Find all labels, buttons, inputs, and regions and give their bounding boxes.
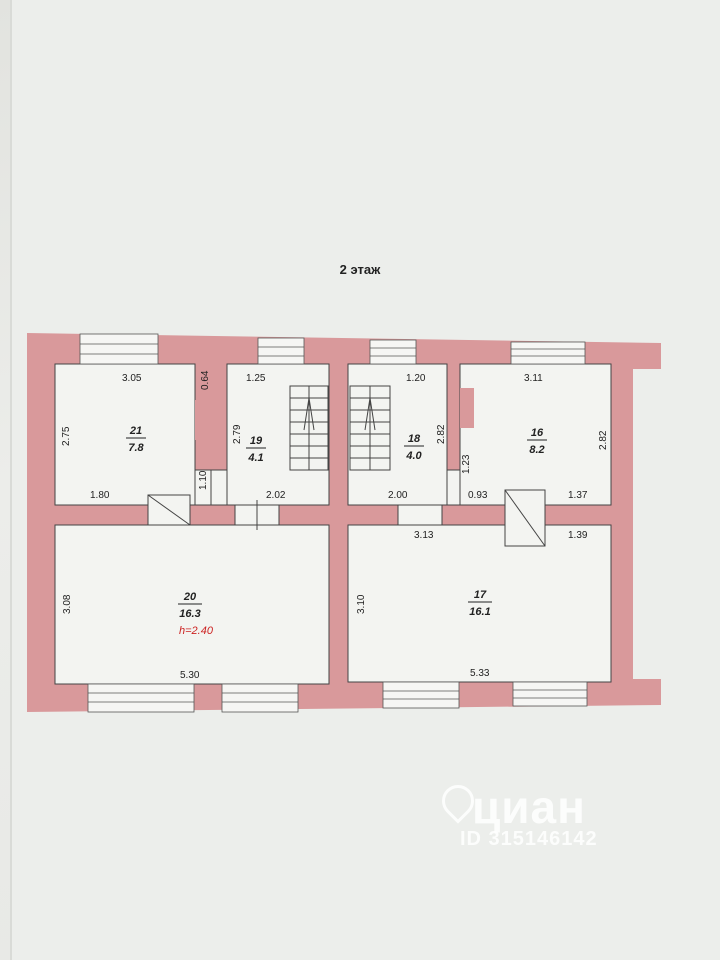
dim-label: 0.64 <box>200 370 211 390</box>
dim-label: 1.25 <box>246 373 266 384</box>
room-17 <box>347 524 612 683</box>
dim-label: 1.37 <box>568 490 588 501</box>
dim-label: 1.80 <box>90 490 110 501</box>
room-16-niche <box>460 388 474 428</box>
room-20-height: h=2.40 <box>179 625 214 637</box>
dim-label: 2.82 <box>598 430 609 450</box>
stairs-19 <box>289 385 329 471</box>
dim-label: 5.30 <box>180 670 200 681</box>
room-18-area: 4.0 <box>405 450 422 462</box>
dim-label: 3.05 <box>122 373 142 384</box>
dim-label: 1.10 <box>198 470 209 490</box>
room-16-number: 16 <box>531 427 544 439</box>
dim-label: 1.20 <box>406 373 426 384</box>
dim-label: 2.79 <box>232 424 243 444</box>
door <box>446 469 461 506</box>
room-18-number: 18 <box>408 433 421 445</box>
room-21-niche <box>195 400 227 440</box>
dim-label: 0.93 <box>468 490 488 501</box>
dim-label: 2.82 <box>436 424 447 444</box>
room-19-number: 19 <box>250 435 263 447</box>
room-17-area: 16.1 <box>469 606 490 618</box>
room-17-number: 17 <box>474 589 487 601</box>
watermark-id: ID 315146142 <box>460 828 598 850</box>
dim-label: 2.02 <box>266 490 286 501</box>
dim-label: 2.75 <box>61 426 72 446</box>
door <box>397 504 443 526</box>
window <box>221 683 299 713</box>
dim-label: 3.10 <box>356 594 367 614</box>
window <box>510 341 586 365</box>
room-16-area: 8.2 <box>529 444 544 456</box>
dim-label: 5.33 <box>470 668 490 679</box>
room-19-area: 4.1 <box>247 452 263 464</box>
room-21-number: 21 <box>129 425 142 437</box>
window <box>512 681 588 707</box>
room-20-number: 20 <box>183 591 197 603</box>
dim-label: 3.11 <box>524 373 543 384</box>
dim-label: 1.39 <box>568 530 588 541</box>
window <box>79 333 159 365</box>
room-21-area: 7.8 <box>128 442 144 454</box>
window <box>382 681 460 709</box>
stairs-18 <box>349 385 391 471</box>
window <box>369 339 417 365</box>
dim-label: 2.00 <box>388 490 408 501</box>
dim-label: 3.08 <box>62 594 73 614</box>
dim-label: 3.13 <box>414 530 434 541</box>
room-20-area: 16.3 <box>179 608 200 620</box>
watermark: циан ID 315146142 <box>430 780 598 851</box>
room-21 <box>54 363 196 506</box>
room-16 <box>459 363 612 506</box>
watermark-brand: циан <box>472 781 586 833</box>
window <box>87 683 195 713</box>
dim-label: 1.23 <box>461 454 472 474</box>
window <box>257 337 305 365</box>
floor-title: 2 этаж <box>339 262 381 277</box>
